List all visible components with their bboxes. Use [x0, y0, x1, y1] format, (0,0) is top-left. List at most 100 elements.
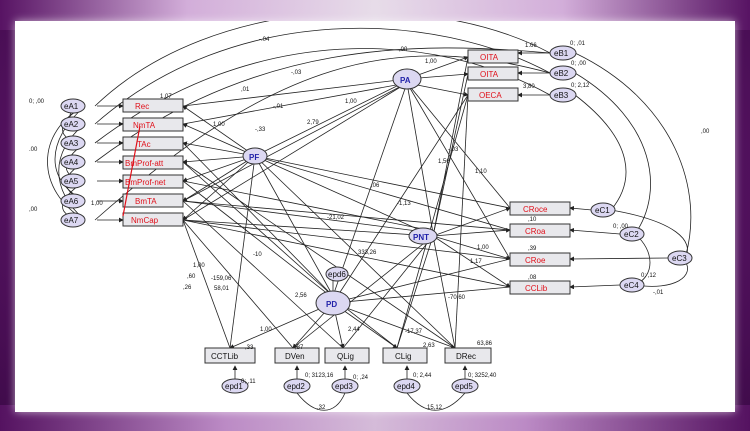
latent-pnt: [408, 227, 438, 245]
top-right-observed-variables: OITA OITA OECA eB1 eB2 eB3: [467, 45, 577, 103]
coef-label: -.04: [259, 37, 270, 43]
node-bmprof-net-label: BmProf-net: [125, 178, 166, 187]
node-qlig: [324, 347, 370, 364]
left-error-terms: eA1 eA2 eA3 eA4 eA5 eA6 eA7: [60, 98, 86, 228]
error-epd6-label: epd6: [328, 270, 346, 279]
node-nmcap: [122, 212, 184, 227]
node-dven-label: DVen: [285, 352, 305, 361]
coef-label: 63,86: [477, 341, 493, 347]
error-ea5: [60, 173, 86, 189]
coef-label: 2,79: [307, 120, 319, 126]
node-oita-2: [467, 66, 519, 81]
error-epd1-label: epd1: [225, 382, 243, 391]
latent-pnt-label: PNT: [413, 233, 429, 242]
coef-label: -,33: [255, 127, 266, 133]
coef-label: -,03: [448, 147, 459, 153]
left-observed-variables: Rec NmTA TAc BmProf-att BmProf-net BmTA …: [122, 98, 184, 227]
coef-label: -,01: [273, 104, 284, 110]
path-arrows: [47, 21, 692, 411]
coef-label: 3,80: [523, 84, 535, 90]
node-clig-label: CLig: [395, 352, 411, 361]
node-tac-label: TAc: [137, 140, 151, 149]
error-eb1: [549, 45, 577, 61]
node-cclib: [509, 280, 571, 295]
coef-label: 58,01: [214, 286, 230, 292]
error-eb3-label: eB3: [554, 91, 569, 100]
error-epd1: [221, 378, 249, 394]
coef-label: ,00: [701, 129, 710, 135]
coef-label: 1,00: [425, 59, 437, 65]
error-ea1-label: eA1: [64, 102, 79, 111]
node-croe-label: CRoe: [525, 256, 546, 265]
coef-label: 2,56: [295, 293, 307, 299]
node-bmprof-att: [122, 155, 184, 170]
coef-label: -10: [253, 252, 262, 258]
latent-variables: PA PF PNT PD epd6: [242, 68, 438, 316]
error-ec4-label: eC4: [624, 281, 639, 290]
coef-label: 1,00: [477, 245, 489, 251]
coef-label: 333,26: [358, 250, 377, 256]
coef-label: 1.66: [525, 43, 537, 49]
error-epd2-label: epd2: [287, 382, 305, 391]
node-drec: [444, 347, 492, 364]
right-observed-variables: CRoce CRoa CRoe CCLib eC1 eC2 eC3 eC4: [509, 201, 693, 295]
error-eb3: [549, 87, 577, 103]
node-bmta-label: BmTA: [135, 197, 157, 206]
coef-label: -,03: [291, 70, 302, 76]
error-ea5-label: eA5: [64, 177, 79, 186]
node-bmta: [122, 193, 184, 208]
coef-label: 1,17: [470, 259, 482, 265]
error-epd2: [283, 378, 311, 394]
node-rec: [122, 98, 184, 113]
node-oita-2-label: OITA: [480, 70, 499, 79]
error-ec2-label: eC2: [624, 230, 639, 239]
coef-label: 0; ,11: [241, 379, 256, 385]
error-ea6-label: eA6: [64, 197, 79, 206]
node-croce-label: CRoce: [523, 205, 548, 214]
error-ea7-label: eA7: [64, 216, 79, 225]
bottom-observed-variables: CCTLib DVen QLig CLig DRec epd1 epd2 epd…: [204, 347, 492, 394]
coef-label: 1,00: [91, 201, 103, 207]
node-qlig-label: QLig: [337, 352, 354, 361]
coef-label: 0; ,24: [353, 375, 369, 381]
node-rec-label: Rec: [135, 102, 149, 111]
error-ea2: [60, 116, 86, 132]
coef-label: -159,06: [211, 276, 232, 282]
latent-pd: [315, 290, 351, 316]
coef-label: 1.07: [160, 94, 172, 100]
node-cctlib: [204, 347, 256, 364]
coef-label: 0; ,00: [29, 99, 45, 105]
error-epd4-label: epd4: [397, 382, 415, 391]
coef-label: ,32: [317, 405, 326, 411]
coef-label: 1,00: [345, 99, 357, 105]
node-nmta-label: NmTA: [133, 121, 156, 130]
node-oita-label: OITA: [480, 53, 499, 62]
coef-label: ,10: [528, 217, 537, 223]
node-clig: [382, 347, 428, 364]
error-epd3-label: epd3: [335, 382, 353, 391]
coef-label: ,00: [399, 47, 408, 53]
coef-label: 0; 3252,40: [468, 373, 497, 379]
node-bmprof-att-label: BmProf-att: [125, 159, 164, 168]
coef-label: 1,10: [475, 169, 487, 175]
coef-label: 1,00: [213, 122, 225, 128]
coef-label: -17,37: [405, 329, 423, 335]
coef-label: ,00: [29, 207, 38, 213]
error-epd5-label: epd5: [455, 382, 473, 391]
error-ea2-label: eA2: [64, 120, 79, 129]
error-eb2: [549, 65, 577, 81]
error-ec3: [667, 250, 693, 266]
coef-label: ,01: [241, 87, 250, 93]
coef-label: -1,13: [397, 201, 411, 207]
latent-pa: [392, 68, 422, 90]
coef-label: 0; ,00: [571, 61, 587, 67]
latent-pa-label: PA: [400, 76, 411, 85]
node-tac: [122, 136, 184, 151]
coef-label: 2,44: [348, 327, 360, 333]
latent-pd-label: PD: [326, 300, 337, 309]
coef-label: -70,60: [448, 295, 466, 301]
coef-label: ,06: [371, 183, 380, 189]
error-ea4-label: eA4: [64, 158, 79, 167]
coef-label: 0; ,00: [613, 224, 629, 230]
coef-label: ,08: [528, 275, 537, 281]
